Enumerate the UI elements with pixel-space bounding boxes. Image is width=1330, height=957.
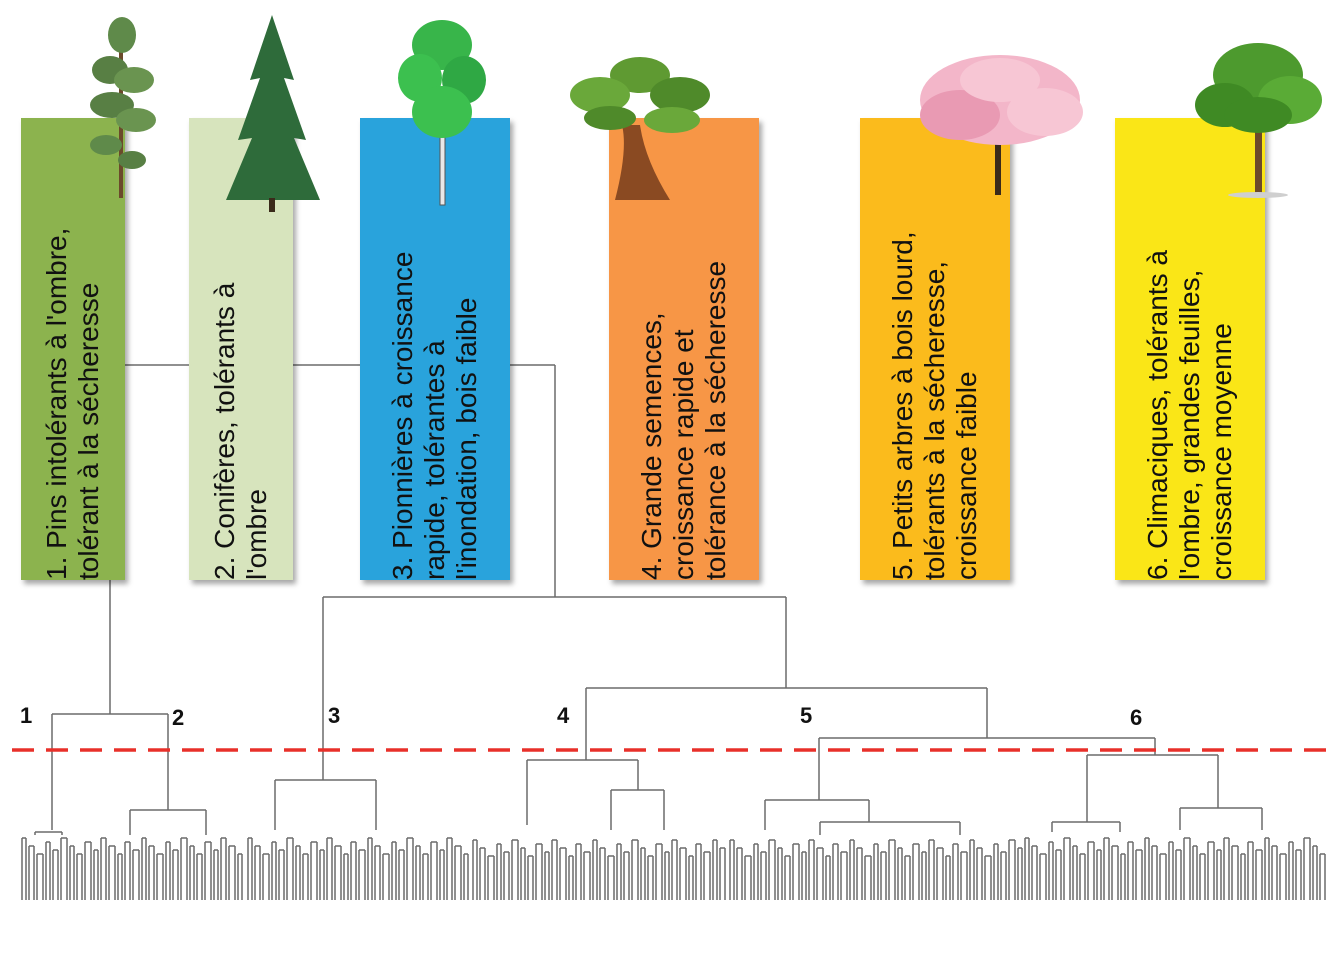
cluster-number-1: 1 (20, 703, 33, 728)
group-box-1: 1. Pins intolérants à l'ombre, tolérant … (21, 118, 125, 580)
group-box-5: 5. Petits arbres à bois lourd, tolérants… (860, 118, 1010, 580)
group-box-3: 3. Pionnières à croissance rapide, tolér… (360, 118, 510, 580)
cluster-number-2: 2 (172, 705, 185, 730)
cluster-number-5: 5 (800, 703, 813, 728)
cluster-number-6: 6 (1130, 705, 1143, 730)
cluster-number-3: 3 (328, 703, 341, 728)
cluster-number-4: 4 (557, 703, 570, 728)
